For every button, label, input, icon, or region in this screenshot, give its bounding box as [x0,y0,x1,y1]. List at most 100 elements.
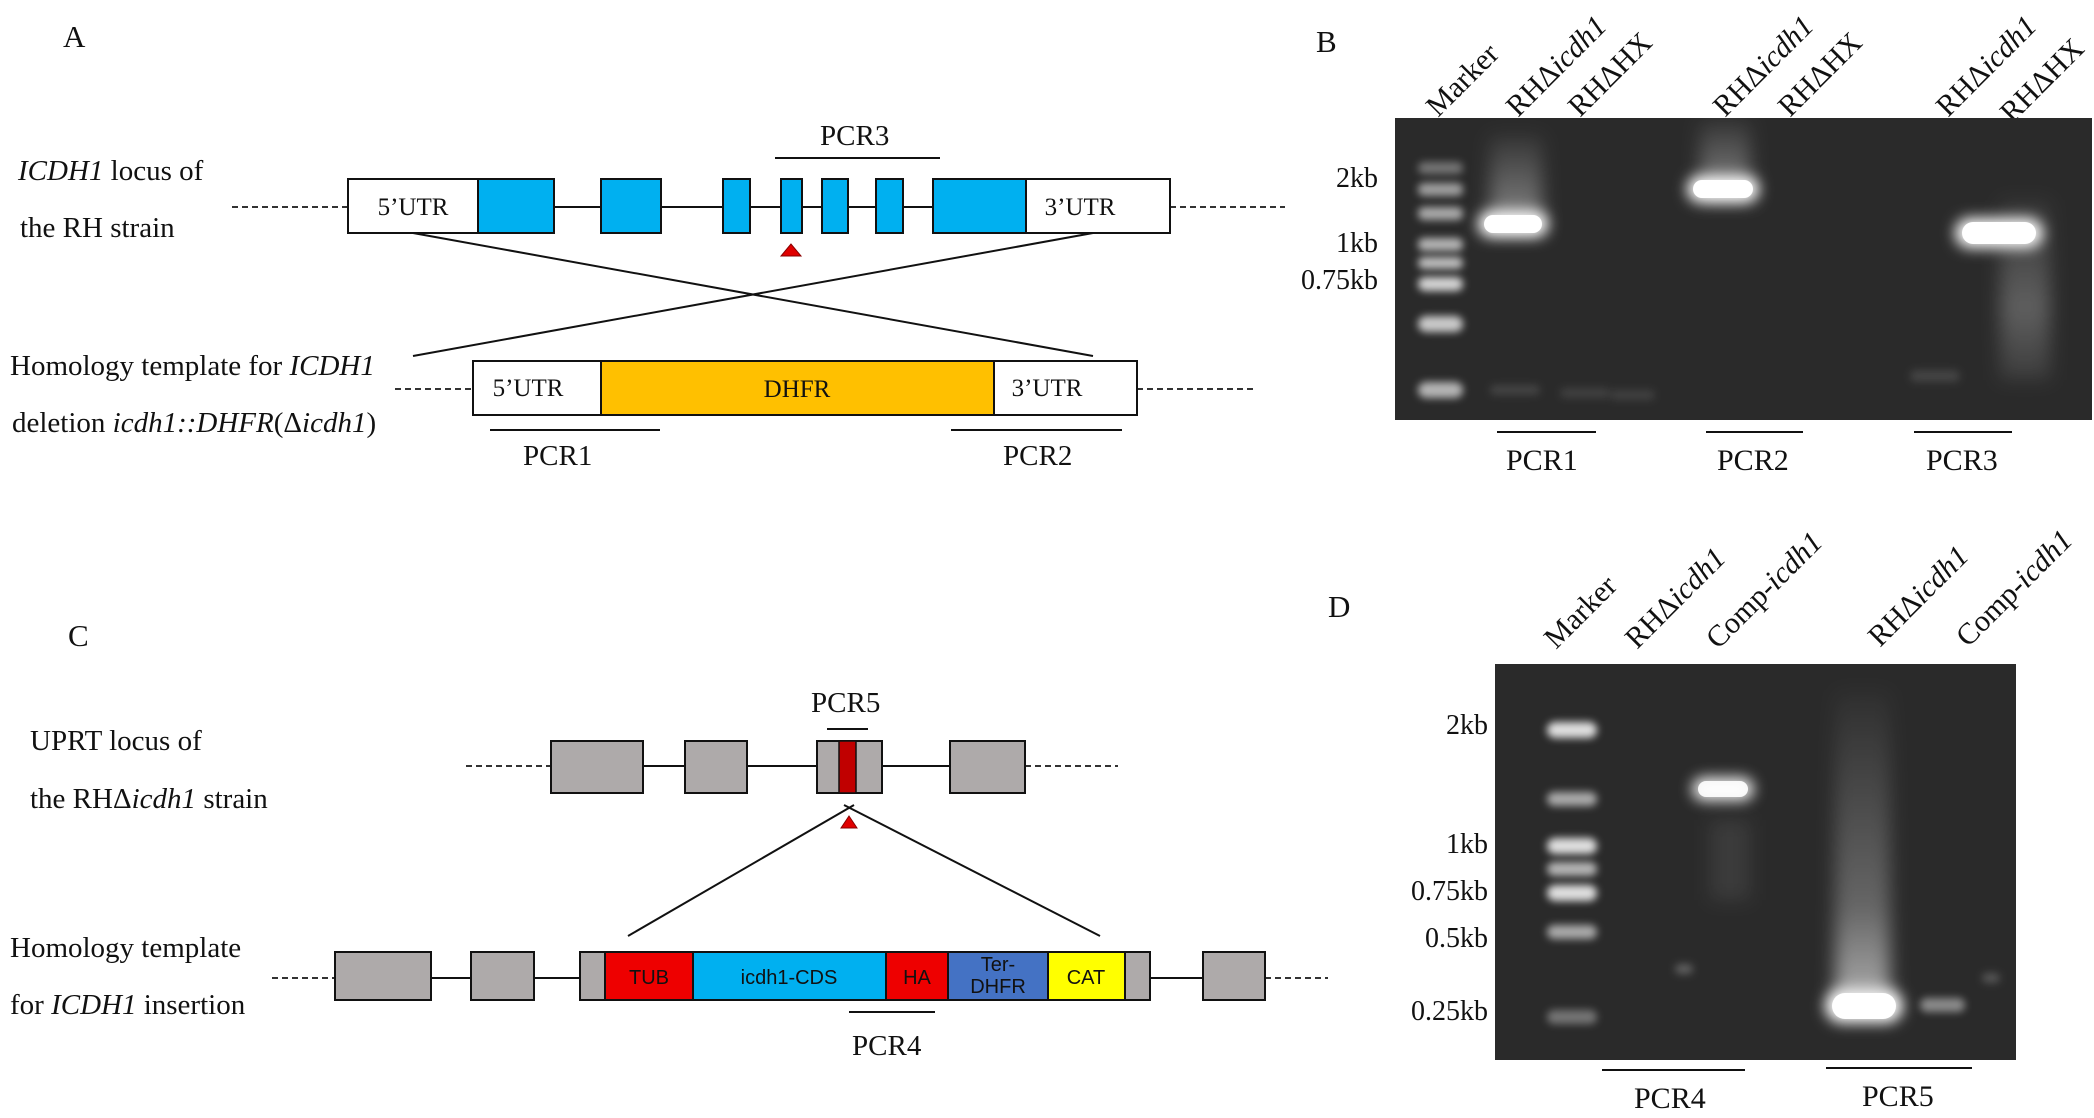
pcr3-label: PCR3 [820,120,889,152]
gel-d-marker-band [1547,1010,1597,1024]
gel-d-band-pcr5-comp [1920,998,1965,1012]
template-line2-prefix: deletion [12,407,113,439]
insertion-uprt-exon-2 [470,951,535,1001]
exon-3 [722,178,751,234]
gel-b-size-1kb: 1kb [1336,228,1378,259]
icdh1-locus-label-line2: the RH strain [20,212,175,244]
gel-b-band-pcr2-core [1693,180,1753,198]
template-label-line1: Homology template for ICDH1 [10,350,375,382]
insertion-uprt-exon-3b [1124,951,1151,1001]
uprt-target-triangle-icon [840,815,858,829]
gel-b-marker-band [1418,382,1463,398]
template-utr5-text: 5’UTR [493,375,564,402]
uprt-exon-2 [684,740,748,794]
gel-d-marker-band [1547,925,1597,939]
template-line2-italic: icdh1::DHFR [113,407,274,439]
utr5-box [347,178,479,234]
icdh1-cds-text: icdh1-CDS [741,967,838,989]
template-line2-paren-open: (Δ [274,407,302,439]
tub-text: TUB [629,967,669,989]
gel-b-marker-band [1418,238,1463,251]
gel-b-primer-dimer [1490,385,1540,395]
tub-box [604,951,694,1001]
exon-2 [600,178,662,234]
uprt-exon-1 [550,740,644,794]
gel-b-band-pcr1-core [1484,215,1542,233]
gel-d [1495,664,2016,1060]
gel-b-lane-1-text: Marker [1420,37,1506,123]
gel-d-band-pcr4-core [1698,781,1748,797]
gel-d-pcr5-label: PCR5 [1862,1080,1934,1113]
icdh1-locus-label: ICDH1 locus of [17,155,204,187]
uprt-exon-4 [949,740,1026,794]
insertion-line-right [843,804,1101,937]
gel-b-product-bands [1478,176,2043,248]
gel-d-pcr4-label: PCR4 [1634,1082,1706,1115]
gel-d-band-pcr5-rh-core [1832,993,1896,1019]
gel-d-primer-dimers [1675,964,2000,983]
gel-d-primer-dimer [1675,964,1693,974]
template-label-line2: deletion icdh1::DHFR(Δicdh1) [12,407,376,439]
gel-d-size-2kb: 2kb [1446,710,1488,741]
ter-dhfr-text-line2: DHFR [970,976,1026,998]
template-utr3-box [993,360,1138,416]
gel-d-marker-band [1547,792,1597,806]
gel-b-size-2kb: 2kb [1336,163,1378,194]
gel-b-primer-dimer [1910,370,1960,382]
exon-7 [932,178,1027,234]
utr3-box [1025,178,1171,234]
gel-b-marker-band [1418,257,1463,269]
gel-b-marker-band [1418,183,1463,196]
exon-5 [821,178,849,234]
insertion-line-left [627,804,855,937]
insertion-template-label-line1: Homology template [10,932,241,964]
dhfr-text: DHFR [764,376,831,403]
gel-d-marker-band [1547,838,1597,854]
template-utr3-text: 3’UTR [1012,375,1083,402]
panel-a-label: A [63,19,86,54]
panel-c-label: C [68,618,89,653]
gel-d-marker-band [1547,885,1597,901]
crossover-line-2 [412,232,1094,357]
template-line2-italic2: icdh1 [302,407,366,439]
insertion-uprt-exon-4 [1202,951,1266,1001]
gel-b-size-075kb: 0.75kb [1301,265,1378,296]
gel-b-lane-label-1: Marker [1420,37,1506,123]
panel-d: D Marker RHΔicdh1 Comp-icdh1 RHΔicdh1 Co… [1328,524,2079,1115]
insertion-uprt-exon-3a [579,951,606,1001]
uprt-locus-label-line1: UPRT locus of [30,725,202,757]
ha-text: HA [903,967,931,989]
insertion-template-label-line2: for ICDH1 insertion [10,989,246,1021]
icdh1-locus-italic: ICDH1 [17,155,103,187]
gel-d-primer-dimer [1982,973,2000,983]
ter-dhfr-text-line1: Ter- [981,954,1015,976]
template-label-italic: ICDH1 [288,350,374,382]
insertion-uprt-exon-1 [334,951,432,1001]
gel-b-primer-dimers [1490,370,1960,400]
gel-d-lane-label-5: Comp-icdh1 [1950,524,2079,653]
template-utr5-box [472,360,602,416]
exon-6 [875,178,904,234]
gel-b-pcr3-label: PCR3 [1926,444,1998,477]
template-line2-paren-close: ) [366,407,376,439]
icdh1-locus-rest: locus of [103,155,203,187]
uprt-locus-line2-suffix: strain [196,783,268,815]
uprt-locus-line2-prefix: the RHΔ [30,783,132,815]
gel-b-lane-labels: Marker RHΔicdh1 RHΔHX RHΔicdh1 RHΔHX RHΔ… [1420,9,2091,129]
utr5-text: 5’UTR [378,194,449,221]
panel-a: A ICDH1 locus of the RH strain PCR3 5’UT… [10,19,1285,472]
gel-d-lane-label-1: Marker [1538,569,1624,655]
pcr2-label: PCR2 [1003,440,1072,472]
gel-d-lane-label-3: Comp-icdh1 [1700,526,1829,655]
panel-d-label: D [1328,589,1350,624]
gel-d-product-bands [1692,777,1965,1023]
gel-b-marker-band [1418,277,1463,291]
uprt-locus-line2-italic: icdh1 [132,783,196,815]
gel-b-band-pcr3-core [1962,222,2036,244]
gel-d-size-075kb: 0.75kb [1411,876,1488,907]
gel-b-marker-band [1418,316,1463,332]
panel-c: C UPRT locus of the RHΔicdh1 strain PCR5… [10,618,1328,1062]
gel-d-lane-labels: Marker RHΔicdh1 Comp-icdh1 RHΔicdh1 Comp… [1538,524,2079,655]
gel-d-lane-1-text: Marker [1538,569,1624,655]
